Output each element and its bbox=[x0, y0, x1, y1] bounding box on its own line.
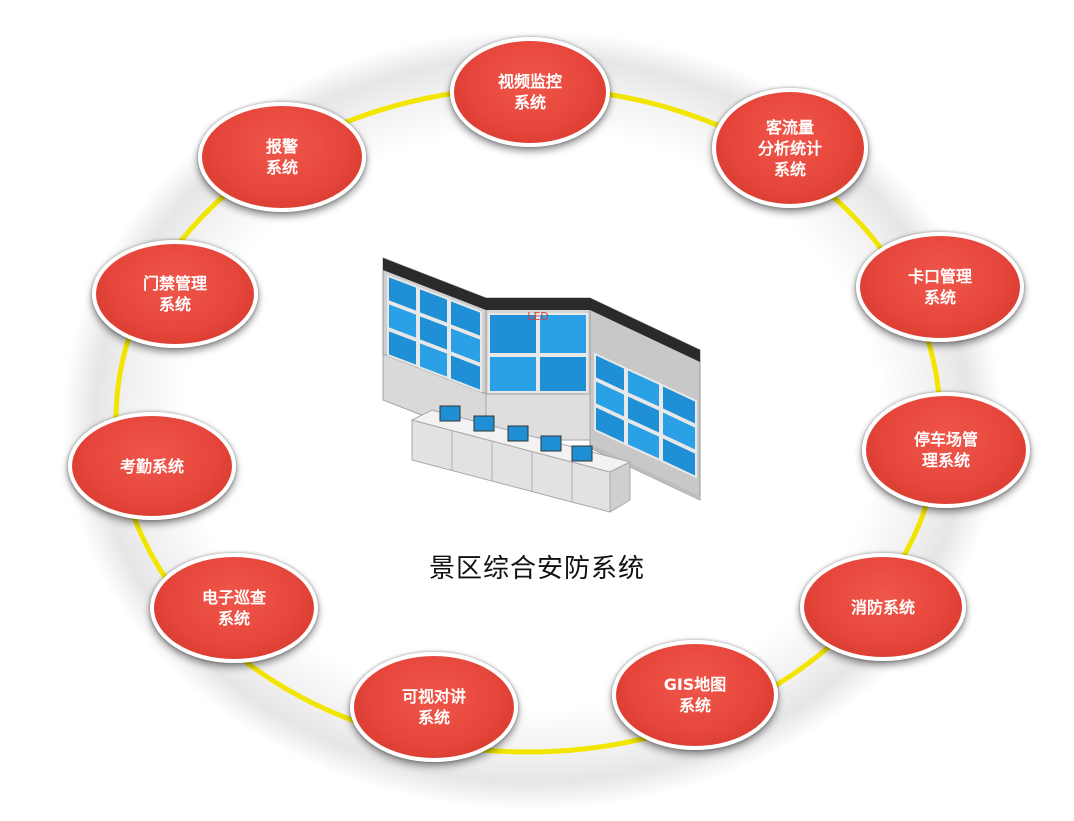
control-console bbox=[410, 405, 632, 513]
node-video-surveillance: 视频监控 系统 bbox=[450, 37, 610, 147]
node-attendance: 考勤系统 bbox=[68, 412, 236, 520]
node-access-control: 门禁管理 系统 bbox=[92, 240, 258, 348]
node-gis-map: GIS地图 系统 bbox=[612, 640, 778, 750]
right-screen-bank bbox=[594, 352, 697, 479]
node-label: 考勤系统 bbox=[119, 456, 184, 476]
led-sign: LED bbox=[527, 310, 549, 323]
node-parking-management: 停车场管 理系统 bbox=[862, 392, 1030, 508]
node-label: GIS地图 系统 bbox=[663, 675, 727, 715]
node-label: 可视对讲 系统 bbox=[401, 687, 466, 727]
node-checkpoint-management: 卡口管理 系统 bbox=[856, 232, 1024, 342]
node-electronic-patrol: 电子巡查 系统 bbox=[150, 553, 318, 663]
node-alarm: 报警 系统 bbox=[198, 102, 366, 212]
node-visitor-flow-analysis: 客流量 分析统计 系统 bbox=[712, 88, 868, 208]
node-label: 停车场管 理系统 bbox=[913, 430, 978, 470]
node-label: 门禁管理 系统 bbox=[142, 274, 207, 314]
node-label: 消防系统 bbox=[850, 597, 915, 617]
node-label: 卡口管理 系统 bbox=[907, 267, 972, 307]
node-label: 客流量 分析统计 系统 bbox=[757, 117, 822, 179]
node-label: 电子巡查 系统 bbox=[201, 588, 266, 628]
node-label: 报警 系统 bbox=[265, 137, 298, 177]
node-fire-protection: 消防系统 bbox=[800, 553, 966, 661]
node-label: 视频监控 系统 bbox=[497, 72, 562, 112]
center-screen-bank bbox=[488, 313, 588, 393]
node-video-intercom: 可视对讲 系统 bbox=[350, 652, 518, 762]
diagram-title: 景区综合安防系统 bbox=[428, 554, 645, 584]
left-screen-bank bbox=[387, 274, 482, 393]
